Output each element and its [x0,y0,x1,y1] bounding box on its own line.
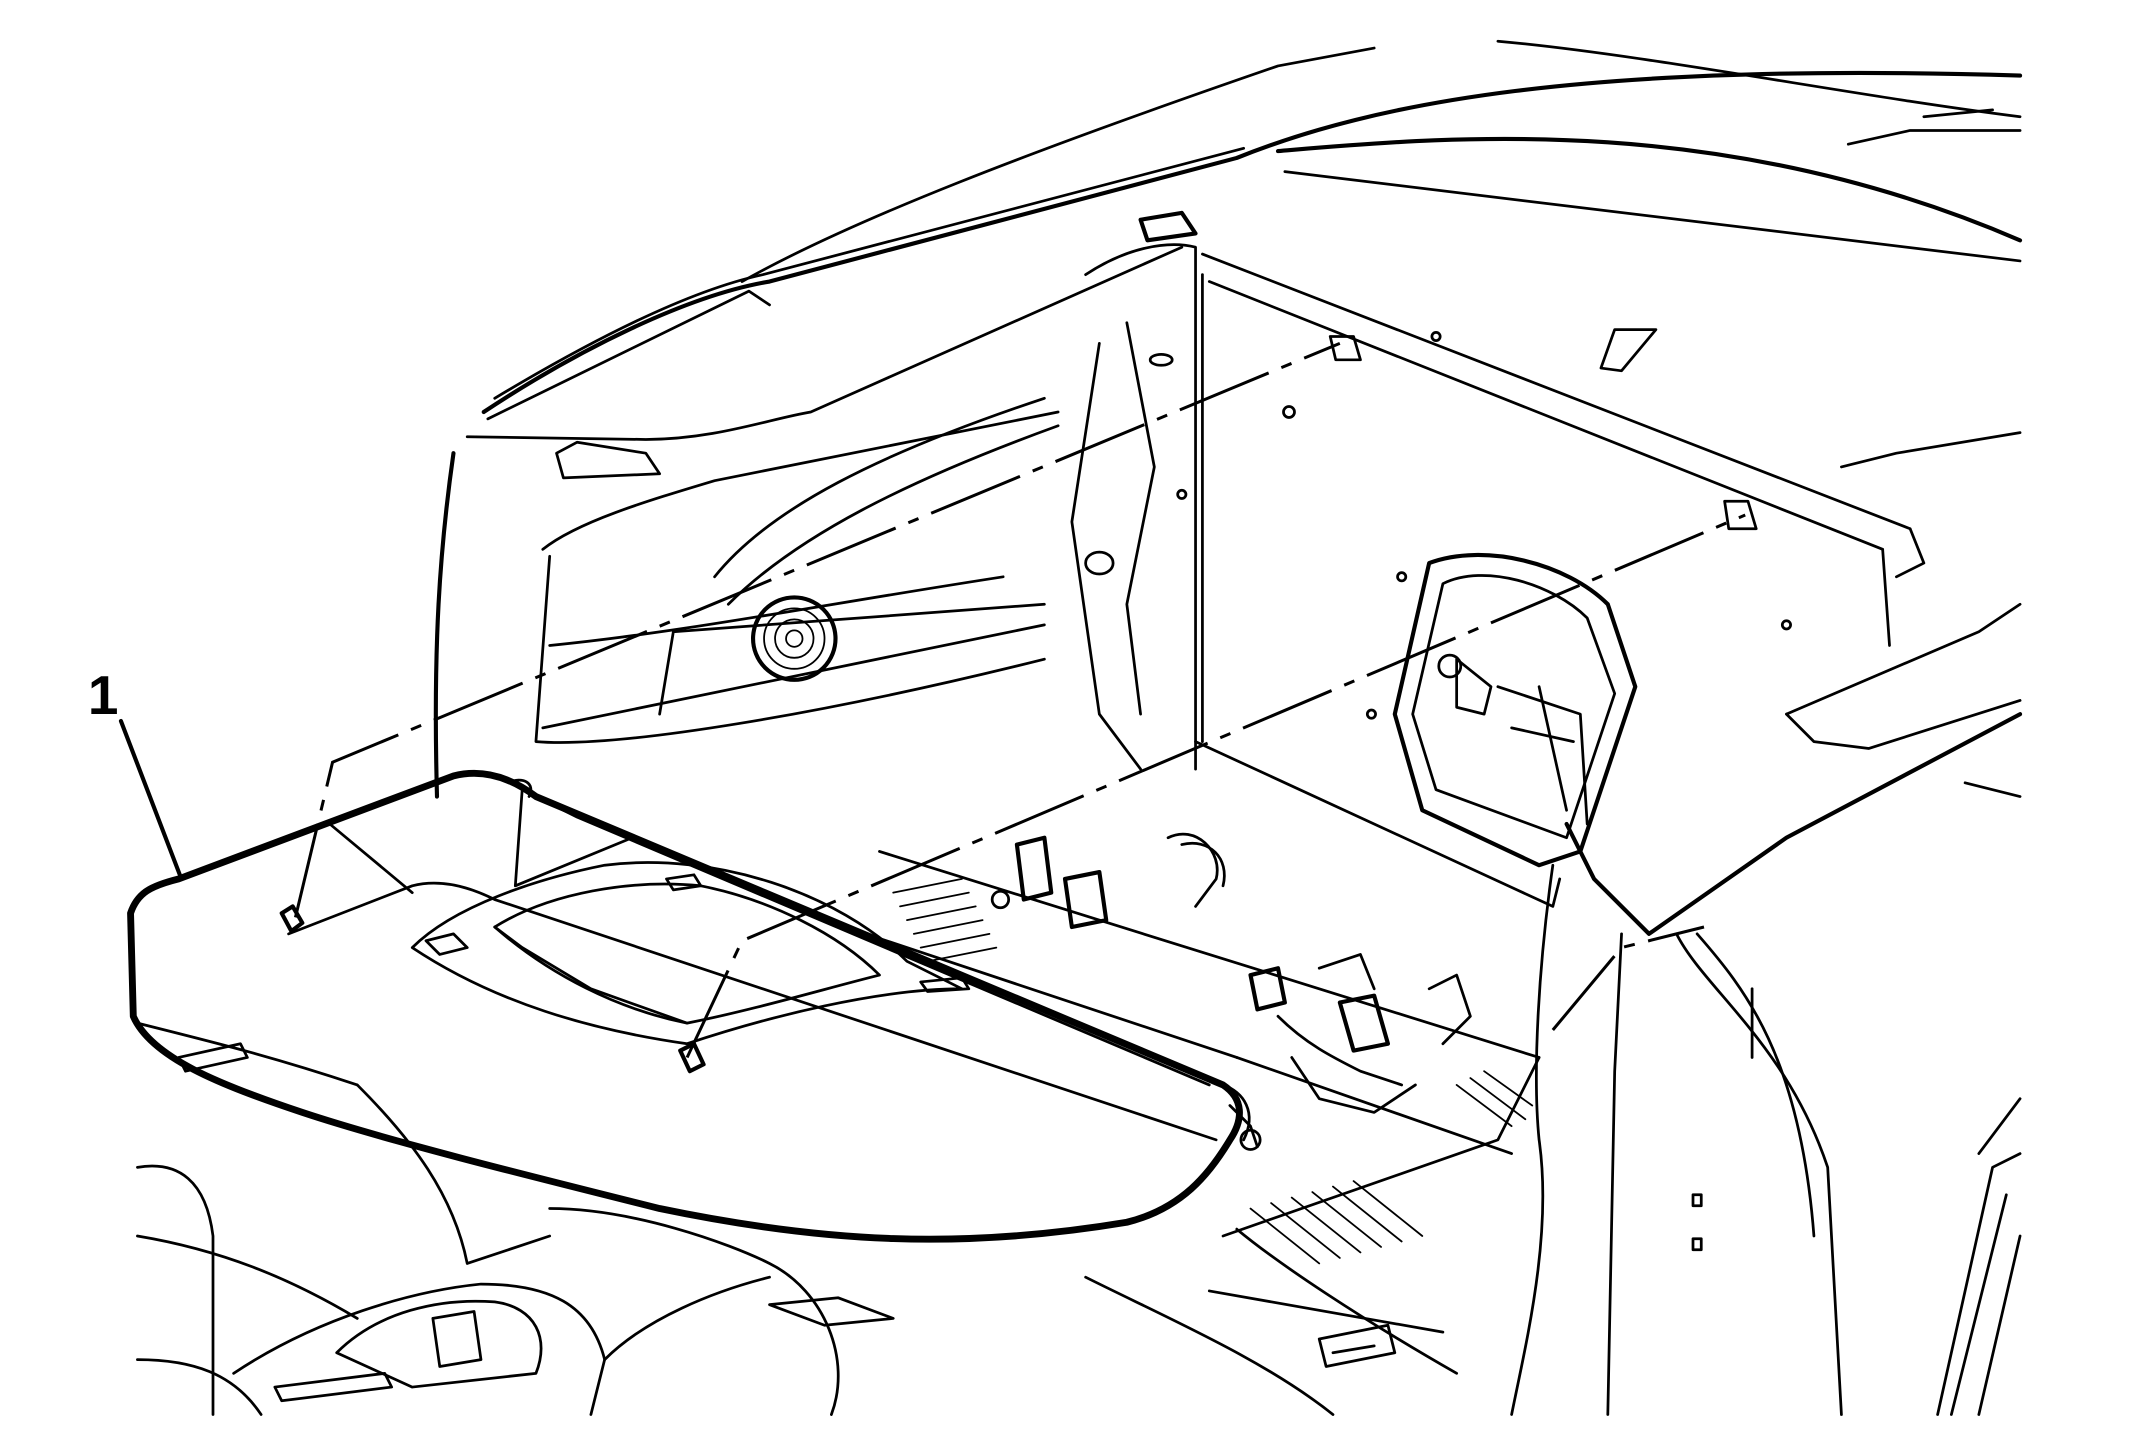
callout-leader-line [118,718,184,881]
right-pillar [1510,431,2023,1416]
floor-and-buckles [864,832,1541,1375]
left-quarter-trim [433,245,1184,799]
rear-seat-cushion [127,770,1262,1243]
installation-guide-lines [293,341,1746,1059]
seat-back-frame [1070,210,1926,908]
speaker-grille-icon [750,595,838,682]
callout-label: 1 [88,664,119,726]
callout-1: 1 [88,664,184,881]
roof-outline [481,39,2023,421]
front-seats-console [136,1021,1335,1416]
